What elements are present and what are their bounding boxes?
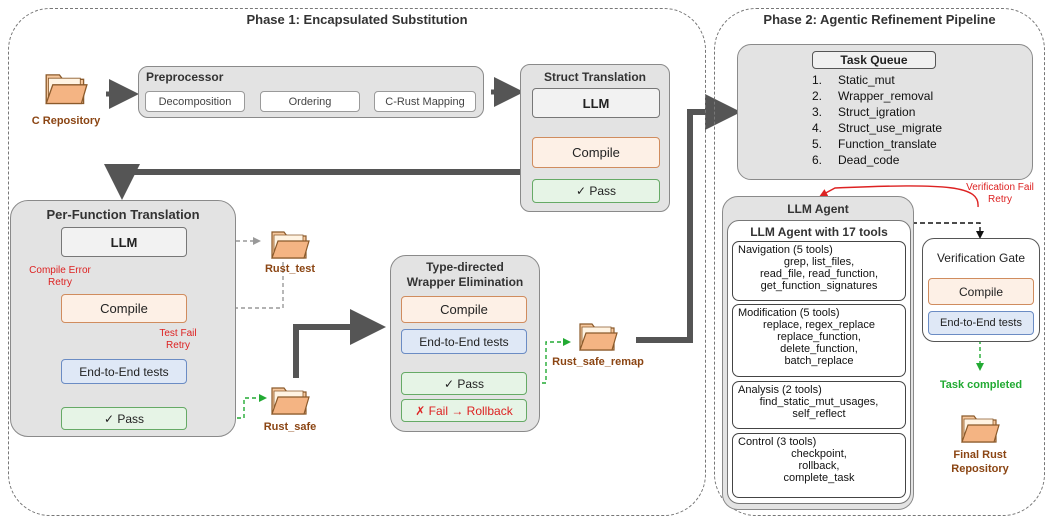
c-repository-folder-icon	[45, 74, 88, 105]
compile-error-retry-line1: Compile Error	[29, 265, 91, 276]
tool-group-analysis: Analysis (2 tools) find_static_mut_usage…	[732, 381, 906, 429]
task-queue-item-label: Function_translate	[838, 137, 937, 151]
test-fail-retry-label: Test Fail Retry	[150, 328, 206, 352]
tool-line: get_function_signatures	[760, 280, 878, 292]
tool-group-modification: Modification (5 tools) replace, regex_re…	[732, 304, 906, 377]
rust-test-label: Rust_test	[264, 263, 316, 275]
phase2-title: Phase 2: Agentic Refinement Pipeline	[763, 12, 996, 27]
task-queue-item: 5. Function_translate	[812, 136, 1012, 152]
preprocessor-ordering: Ordering	[260, 91, 360, 112]
task-queue-item-label: Struct_use_migrate	[838, 121, 943, 135]
test-fail-retry-line2: Retry	[166, 340, 190, 351]
tool-line: checkpoint,	[791, 448, 847, 460]
tool-line: delete_function,	[780, 343, 858, 355]
tool-group-head: Modification (5 tools)	[738, 307, 840, 319]
tool-group-head: Navigation (5 tools)	[738, 244, 833, 256]
pf-compile-box: Compile	[61, 294, 187, 323]
llm-agent-inner-title: LLM Agent with 17 tools	[750, 225, 888, 239]
per-function-title: Per-Function Translation	[46, 207, 200, 222]
task-queue-item-label: Static_mut	[838, 73, 895, 87]
task-queue-item-number: 6.	[812, 153, 823, 167]
phase1-container	[8, 8, 706, 516]
final-repo-line1: Final Rust	[953, 449, 1007, 461]
struct-llm-box: LLM	[532, 88, 660, 118]
final-rust-repository-folder-icon	[961, 415, 1000, 443]
verification-gate-title: Verification Gate	[936, 251, 1026, 265]
llm-agent-title: LLM Agent	[787, 202, 849, 216]
compile-error-retry-line2: Retry	[48, 277, 72, 288]
task-queue-item-label: Struct_igration	[838, 105, 916, 119]
task-queue-item: 2. Wrapper_removal	[812, 88, 1012, 104]
td-compile-box: Compile	[401, 296, 527, 323]
arrow-agent-to-gate	[912, 222, 984, 239]
tool-group-navigation: Navigation (5 tools) grep, list_files, r…	[732, 241, 906, 301]
arrow-verification-fail-retry	[819, 185, 979, 208]
tool-line: self_reflect	[792, 408, 846, 420]
task-queue-item-label: Wrapper_removal	[838, 89, 934, 103]
final-repo-line2: Repository	[951, 463, 1009, 475]
rust-safe-folder-icon	[271, 387, 310, 415]
arrow-struct-to-perfunction	[104, 164, 520, 200]
preprocessor-crust-mapping: C-Rust Mapping	[374, 91, 476, 112]
phase1-title: Phase 1: Encapsulated Substitution	[246, 12, 468, 27]
type-directed-title-line2: Wrapper Elimination	[406, 275, 524, 289]
rust-safe-remap-label: Rust_safe_remap	[552, 356, 644, 368]
pf-llm-box: LLM	[61, 227, 187, 257]
tool-line: replace_function,	[777, 331, 861, 343]
phase2-container	[714, 8, 1045, 516]
c-repository-label: C Repository	[31, 115, 101, 127]
task-completed-label: Task completed	[939, 379, 1023, 391]
td-e2e-box: End-to-End tests	[401, 329, 527, 354]
td-fail-rollback-box: ✗ Fail → Rollback	[401, 399, 527, 422]
task-queue-list: 1. Static_mut 2. Wrapper_removal 3. Struct_…	[812, 72, 1012, 168]
tool-line: find_static_mut_usages,	[759, 396, 879, 408]
task-queue-title: Task Queue	[812, 51, 936, 69]
gate-e2e-box: End-to-End tests	[928, 311, 1034, 335]
task-queue-item: 6. Dead_code	[812, 152, 1012, 168]
tool-group-head: Control (3 tools)	[738, 436, 817, 448]
task-queue-item-number: 4.	[812, 121, 823, 135]
preprocessor-title: Preprocessor	[146, 70, 224, 84]
pf-e2e-box: End-to-End tests	[61, 359, 187, 384]
rust-safe-label: Rust_safe	[263, 421, 317, 433]
struct-pass-box: ✓ Pass	[532, 179, 660, 203]
preprocessor-decomposition: Decomposition	[145, 91, 245, 112]
arrow-rustsafe-to-typedirected	[293, 309, 386, 378]
verification-fail-retry-line2: Retry	[988, 194, 1012, 205]
type-directed-title: Type-directed Wrapper Elimination	[390, 260, 540, 290]
test-fail-retry-line1: Test Fail	[159, 328, 197, 339]
task-queue-item-number: 3.	[812, 105, 823, 119]
tool-group-head: Analysis (2 tools)	[738, 384, 822, 396]
task-queue-item-number: 1.	[812, 73, 823, 87]
task-queue-item: 4. Struct_use_migrate	[812, 120, 1012, 136]
td-pass-box: ✓ Pass	[401, 372, 527, 395]
tool-line: rollback,	[798, 460, 840, 472]
task-queue-item-number: 2.	[812, 89, 823, 103]
final-rust-repository-label: Final Rust Repository	[930, 448, 1030, 476]
verification-fail-retry-line1: Verification Fail	[966, 182, 1034, 193]
type-directed-title-line1: Type-directed	[426, 260, 504, 274]
tool-line: replace, regex_replace	[763, 319, 875, 331]
compile-error-retry-label: Compile Error Retry	[15, 265, 105, 289]
task-queue-item: 1. Static_mut	[812, 72, 1012, 88]
struct-translation-title: Struct Translation	[543, 70, 647, 84]
pf-pass-box: ✓ Pass	[61, 407, 187, 430]
tool-line: complete_task	[783, 472, 855, 484]
struct-compile-box: Compile	[532, 137, 660, 168]
task-queue-item-label: Dead_code	[838, 153, 900, 167]
tool-group-control: Control (3 tools) checkpoint, rollback, …	[732, 433, 906, 498]
tool-line: read_file, read_function,	[759, 268, 879, 280]
tool-line: batch_replace	[784, 355, 854, 367]
gate-compile-box: Compile	[928, 278, 1034, 305]
tool-line: grep, list_files,	[783, 256, 855, 268]
arrow-remap-to-taskqueue	[636, 94, 741, 343]
verification-fail-retry-label: Verification Fail Retry	[960, 182, 1040, 206]
rust-test-folder-icon	[271, 231, 310, 259]
rust-safe-remap-folder-icon	[579, 323, 618, 351]
task-queue-item-number: 5.	[812, 137, 823, 151]
task-queue-item: 3. Struct_igration	[812, 104, 1012, 120]
